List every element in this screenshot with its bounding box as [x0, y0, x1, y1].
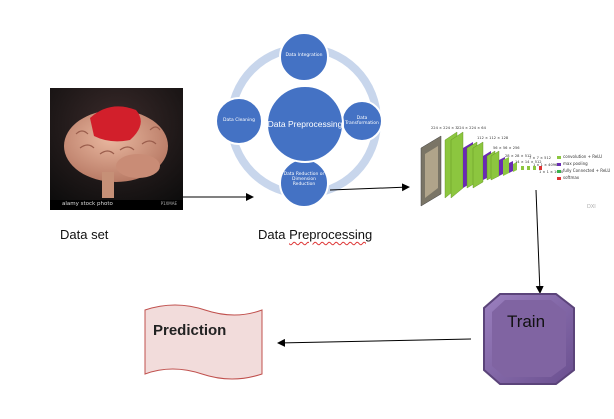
- cnn-dim-6: 7 × 7 × 512: [529, 156, 552, 160]
- cnn-legend-fc: fully Connected + ReLU: [557, 168, 610, 173]
- cnn-blocks: [420, 131, 542, 207]
- preprocessing-center-label: Data Preprocessing: [267, 119, 343, 129]
- train-label: Train: [506, 312, 546, 331]
- cnn-watermark: DXI: [587, 204, 596, 210]
- cnn-legend-fc-label: fully Connected + ReLU: [563, 168, 611, 173]
- preprocessing-caption-prefix: Data: [258, 227, 290, 242]
- cnn-dim-8: 1 × 1 × 1000: [539, 170, 564, 174]
- preprocessing-caption-underlined: Preprocessing: [289, 227, 373, 242]
- cnn-legend-conv: convolution + ReLU: [557, 154, 602, 159]
- preprocessing-caption: Data Preprocessing: [258, 227, 372, 242]
- cnn-legend-softmax: softmax: [557, 175, 579, 180]
- cnn-architecture-image: 224 × 224 × 3 224 × 224 × 64 112 × 112 ×…: [411, 118, 610, 210]
- cnn-dim-1: 224 × 224 × 64: [457, 126, 486, 130]
- step-circle-cleaning: [215, 97, 263, 145]
- stock-watermark-bar: alamy stock photo P1XMAE: [50, 200, 183, 210]
- cnn-dim-2: 112 × 112 × 128: [477, 136, 509, 140]
- arrow-preprocessing-to-cnn: [329, 183, 410, 192]
- step-circle-integration: [279, 32, 329, 82]
- stock-id-text: P1XMAE: [160, 201, 177, 206]
- cnn-legend-pool: max pooling: [557, 161, 588, 166]
- cnn-legend-pool-label: max pooling: [563, 161, 588, 166]
- arrow-cnn-to-train: [535, 189, 544, 294]
- dataset-label: Data set: [60, 227, 109, 242]
- step-label-transformation: Data Transformation: [345, 116, 379, 126]
- cnn-legend-conv-label: convolution + ReLU: [563, 154, 603, 159]
- cnn-dim-7: 1 × 1 × 4096: [533, 163, 558, 167]
- preprocessing-center-circle: [266, 85, 344, 163]
- dataset-brain-image: [50, 88, 183, 210]
- step-label-integration: Data Integration: [285, 53, 323, 58]
- cnn-dim-5: 14 × 14 × 512: [515, 160, 542, 164]
- prediction-label: Prediction: [153, 322, 227, 339]
- cnn-dim-4: 28 × 28 × 512: [505, 154, 532, 158]
- prediction-banner: [144, 304, 263, 380]
- stock-watermark-text: alamy stock photo: [62, 201, 113, 207]
- step-label-reduction: Data Reduction or Dimension Reduction: [283, 172, 325, 187]
- brain-illustration: [50, 88, 183, 210]
- arrow-train-to-prediction: [277, 338, 472, 347]
- step-label-cleaning: Data Cleaning: [223, 118, 255, 123]
- cnn-dim-0: 224 × 224 × 3: [431, 126, 458, 130]
- train-octagon-inner: [492, 300, 566, 377]
- cnn-legend-softmax-label: softmax: [563, 175, 580, 180]
- cnn-dim-3: 56 × 56 × 256: [493, 146, 520, 150]
